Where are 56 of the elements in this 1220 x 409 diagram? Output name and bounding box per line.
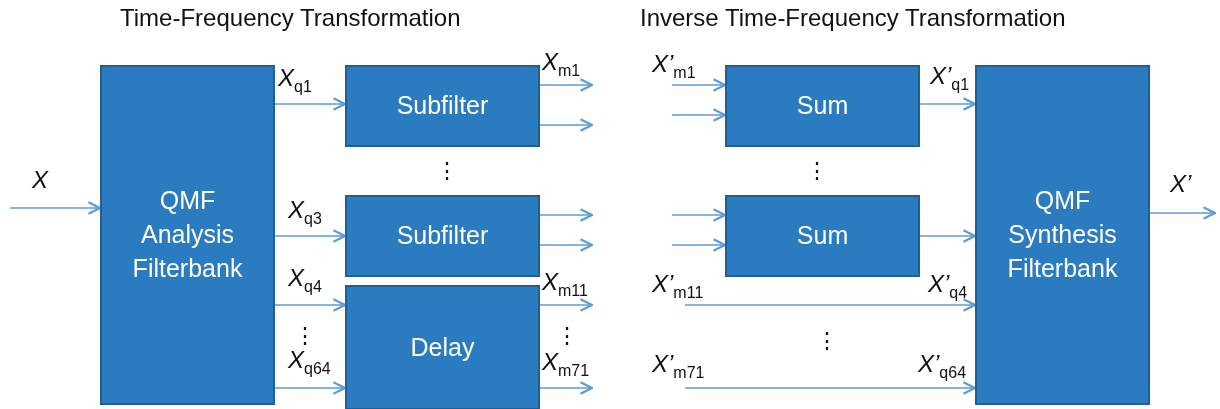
edge-label: X’$_{m11}$	[652, 272, 704, 301]
ellipsis-mark: ⋮	[436, 160, 458, 182]
ellipsis-mark: ⋮	[556, 325, 578, 347]
section-heading: Time-Frequency Transformation	[120, 4, 461, 32]
arrow	[274, 298, 346, 312]
edge-label: X’	[1170, 172, 1192, 196]
arrow	[919, 97, 976, 111]
arrow	[671, 108, 726, 122]
process-box	[100, 65, 275, 405]
arrow	[274, 381, 346, 395]
process-box	[975, 65, 1150, 405]
box-label: QMF Synthesis Filterbank	[1006, 185, 1119, 284]
arrow	[539, 118, 593, 132]
edge-label: X$_{q3}$	[288, 198, 322, 227]
box-label: Sum	[796, 90, 849, 122]
edge-label: X$_{m71}$	[542, 350, 590, 379]
edge-label: X$_{q64}$	[288, 348, 331, 377]
arrow	[671, 238, 726, 252]
section-heading: Inverse Time-Frequency Transformation	[640, 4, 1066, 32]
arrow	[684, 298, 976, 312]
signal-label: X’$_{q4}$	[928, 272, 968, 301]
edge-label: X$_{q4}$	[288, 266, 322, 295]
arrow	[539, 298, 593, 312]
edge-label: X’$_{m1}$	[652, 52, 696, 81]
process-box	[725, 195, 920, 277]
ellipsis-mark: ⋮	[806, 160, 828, 182]
box-label: Sum	[796, 220, 849, 252]
edge-label: X’$_{q1}$	[930, 64, 970, 93]
arrow	[274, 97, 346, 111]
process-box	[345, 65, 540, 147]
arrow	[671, 208, 726, 222]
edge-label: X$_{q1}$	[278, 66, 312, 95]
arrow	[9, 201, 101, 215]
arrow	[684, 381, 976, 395]
edge-label: X’$_{m71}$	[652, 352, 705, 381]
arrow	[274, 229, 346, 243]
box-label: QMF Analysis Filterbank	[131, 185, 244, 284]
arrow	[539, 381, 593, 395]
ellipsis-mark: ⋮	[294, 325, 316, 347]
box-label: Subfilter	[396, 90, 489, 122]
arrow	[539, 208, 593, 222]
arrow	[539, 238, 593, 252]
process-box	[345, 195, 540, 277]
box-label: Subfilter	[396, 220, 489, 252]
edge-label: X	[32, 168, 48, 192]
arrow	[539, 78, 593, 92]
signal-label: X’$_{q64}$	[918, 352, 967, 381]
arrow	[1149, 206, 1216, 220]
arrow	[919, 229, 976, 243]
arrow	[671, 78, 726, 92]
process-box	[345, 285, 540, 409]
box-label: Delay	[410, 331, 475, 363]
ellipsis-mark: ⋮	[816, 330, 838, 352]
edge-label: X$_{m11}$	[542, 270, 588, 299]
edge-label: X$_{m1}$	[542, 50, 581, 79]
process-box	[725, 65, 920, 147]
